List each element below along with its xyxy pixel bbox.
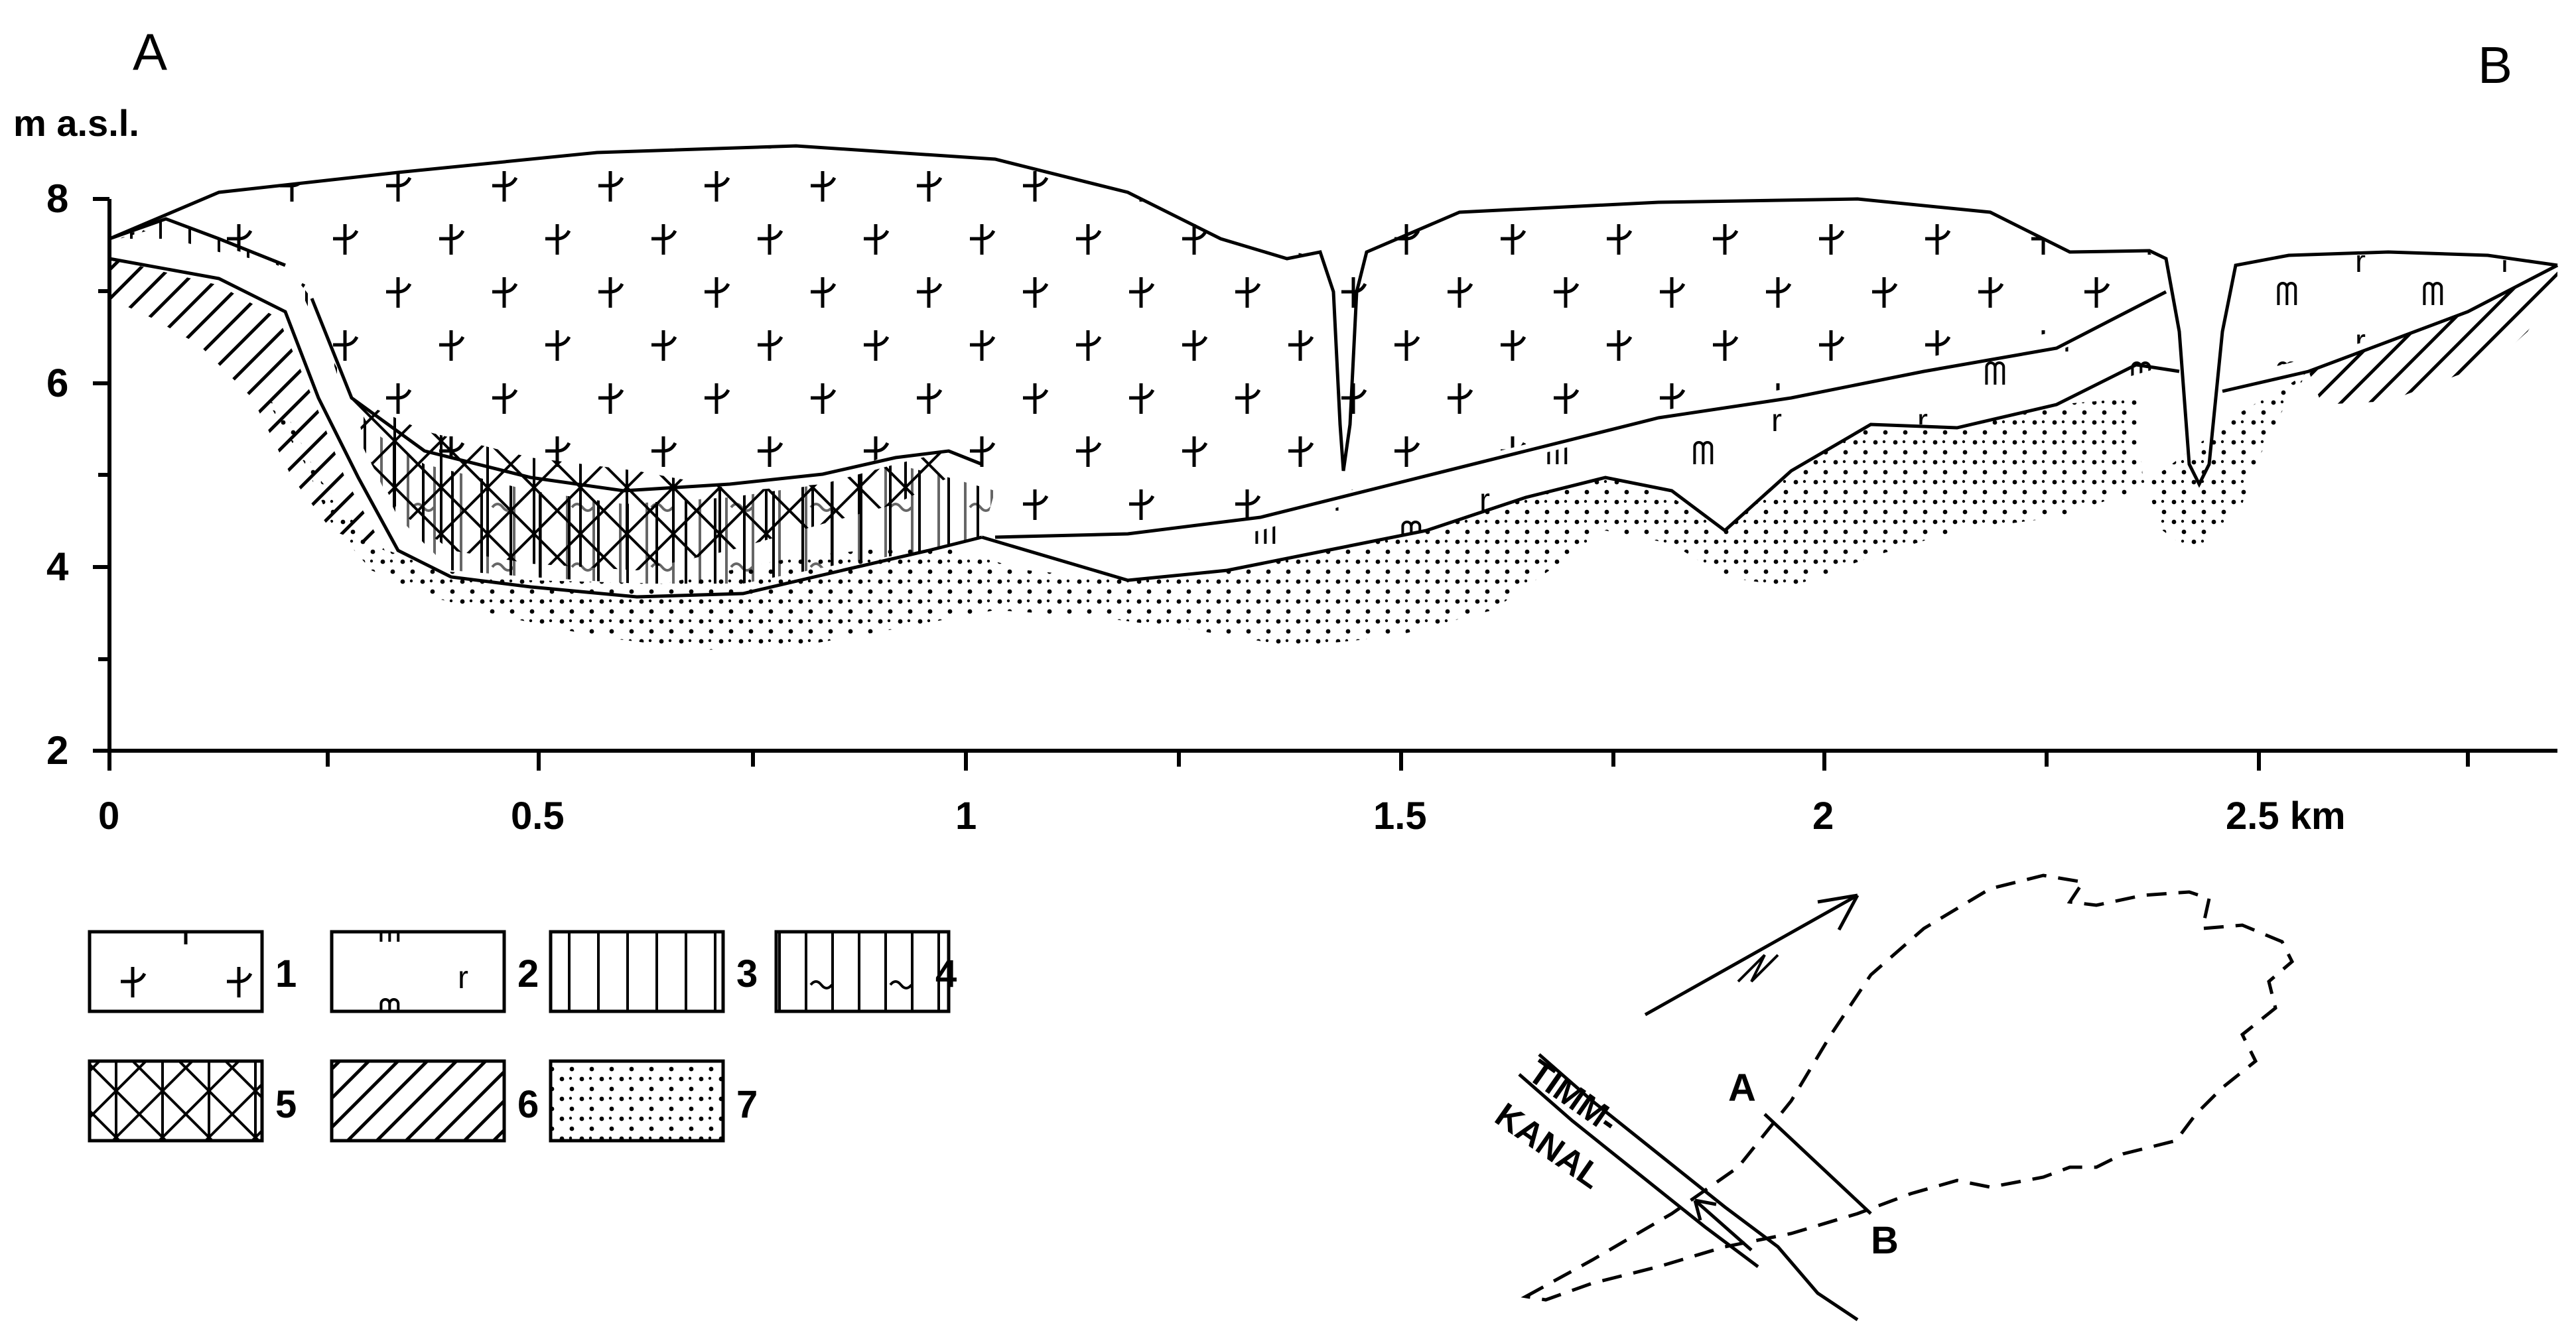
x-tick-0: 0	[98, 794, 119, 838]
endpoint-b-label: B	[2478, 36, 2512, 94]
legend-item-1: 1	[88, 930, 297, 1013]
x-tick-1: 1	[955, 794, 977, 838]
x-tick-2: 2	[1812, 794, 1834, 838]
svg-text:2: 2	[517, 952, 539, 995]
north-arrow-icon	[1644, 893, 1860, 1017]
canal-bank	[1518, 1073, 1759, 1268]
inset-location-map: TIMM- KANAL A B	[1488, 873, 2295, 1322]
inset-point-a: A	[1728, 1066, 1756, 1110]
legend-item-2: 2	[330, 930, 539, 1013]
x-tick-0-5: 0.5	[511, 794, 565, 838]
bog-outline	[1521, 873, 2295, 1302]
legend-item-7: 7	[549, 1059, 758, 1143]
svg-text:1: 1	[275, 952, 297, 995]
legend-item-6: 6	[330, 1059, 539, 1143]
legend: 1 2 3 4 5 6 7	[88, 930, 957, 1143]
legend-item-4: 4	[774, 930, 957, 1013]
section-line-a-b	[1763, 1113, 1872, 1215]
boundary-peat-base	[109, 257, 983, 599]
svg-text:5: 5	[275, 1083, 297, 1126]
legend-item-3: 3	[549, 930, 758, 1013]
x-tick-1-5: 1.5	[1373, 794, 1427, 838]
boundary-subsoil	[109, 217, 286, 267]
layer-2-r-m-peat	[995, 305, 2169, 580]
y-tick-8: 8	[46, 176, 68, 221]
layer-6-subsoil-left	[109, 259, 385, 550]
bog-surface-line	[109, 144, 2558, 488]
cross-section-profile: A B m a.s.l. 2 4 6 8 0 0.5 1 1.5 2 2.5 k…	[13, 23, 2559, 838]
inset-point-b: B	[1871, 1219, 1899, 1262]
svg-text:4: 4	[935, 952, 957, 995]
x-tick-2-5-km: 2.5 km	[2226, 794, 2346, 838]
y-tick-2: 2	[46, 728, 68, 773]
layer-2-r-m-peat-right	[2256, 255, 2557, 371]
boundary-2-7	[981, 363, 2180, 582]
y-tick-4: 4	[46, 544, 69, 589]
x-axis	[107, 749, 2557, 771]
y-axis	[93, 197, 111, 753]
timm-kanal-canal	[1538, 1053, 1859, 1322]
flow-arrow-icon	[1693, 1198, 1753, 1251]
svg-text:7: 7	[736, 1083, 758, 1126]
svg-text:6: 6	[517, 1083, 539, 1126]
y-axis-unit: m a.s.l.	[13, 102, 139, 144]
y-tick-6: 6	[46, 361, 68, 405]
layer-6-subsoil-right	[2309, 265, 2557, 405]
boundary-right-base	[2222, 263, 2559, 393]
layer-1-upper-peat	[119, 146, 2169, 537]
endpoint-a-label: A	[133, 23, 167, 81]
legend-item-5: 5	[88, 1059, 297, 1143]
boundary-3-4	[310, 298, 983, 493]
svg-text:3: 3	[736, 952, 758, 995]
boundary-1-2	[994, 290, 2167, 539]
layer-7-sand-dots	[265, 371, 2309, 650]
